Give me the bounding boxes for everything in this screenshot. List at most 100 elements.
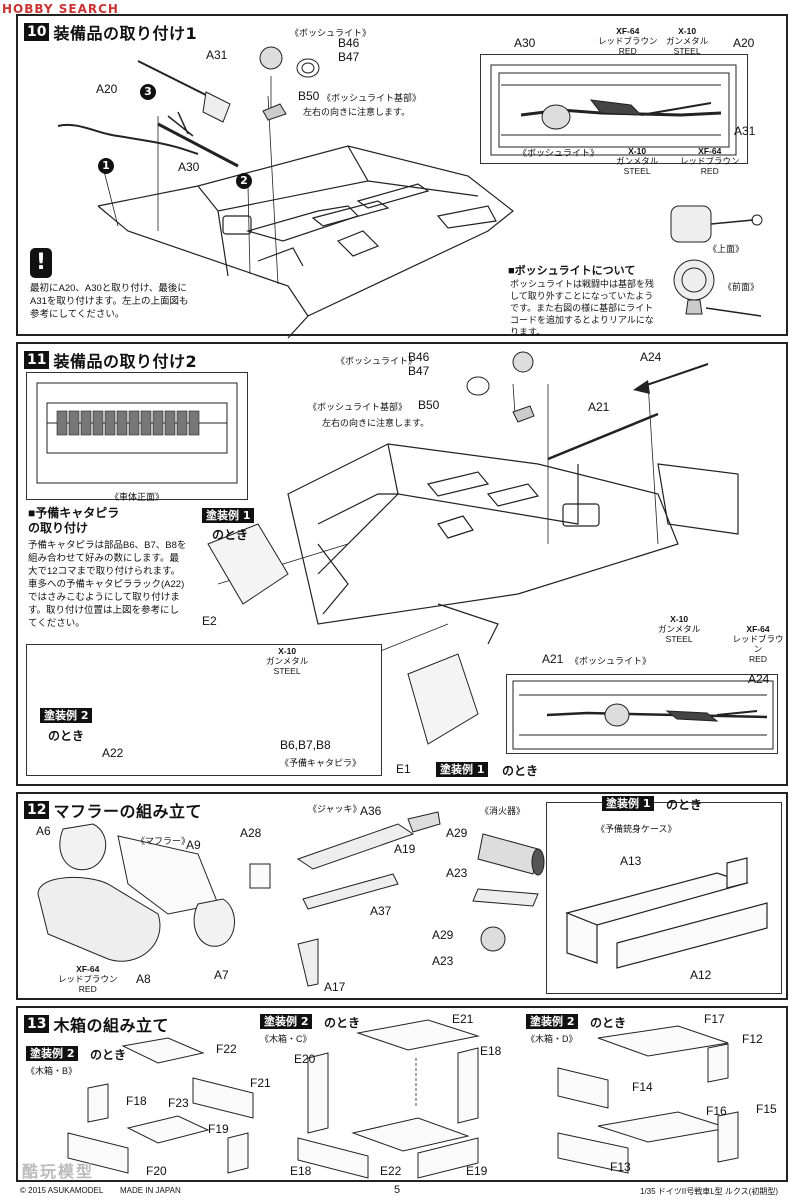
label-a23: A23 <box>446 866 468 880</box>
label-b46: B46 <box>408 350 430 364</box>
label-e18-right: E18 <box>480 1044 502 1058</box>
footer-watermark: 酷玩模型 <box>22 1164 95 1181</box>
label-spare-tracks: 《予備キャタピラ》 <box>280 758 362 768</box>
paint-name-jp: ガンメタル <box>616 156 659 166</box>
scheme2-tail-c: のとき <box>324 1016 361 1030</box>
muffler-jack-extinguisher-drawing <box>37 811 545 987</box>
label-e19: E19 <box>466 1164 488 1178</box>
label-a13: A13 <box>620 854 642 868</box>
scheme1-badge-bottom: 塗装例 1 <box>436 762 489 777</box>
scheme2-tail-d: のとき <box>590 1016 627 1030</box>
label-f19: F19 <box>208 1122 229 1136</box>
paint-callout-xf64-bottom: XF-64 レッドブラウン RED <box>680 146 740 176</box>
hull-rear-drawing <box>57 46 514 339</box>
label-f18: F18 <box>126 1094 147 1108</box>
label-b50: B50 <box>298 89 320 103</box>
inset-label-bosch: 《ボッシュライト》 <box>518 148 600 158</box>
label-bosch-base: 《ボッシュライト基部》 <box>322 93 422 103</box>
paint-callout-xf64-top: XF-64 レッドブラウン RED <box>598 26 658 56</box>
scheme1-badge: 塗装例 1 <box>602 796 655 811</box>
step-number: 13 <box>24 1015 50 1033</box>
scheme2-badge-b: 塗装例 2 <box>26 1046 79 1061</box>
section-13: 13 木箱の組み立て 塗装例 2 のと <box>16 1006 788 1182</box>
section-11-header: 11 装備品の取り付け2 <box>24 348 197 372</box>
footer-page-number: 5 <box>394 1184 401 1196</box>
paint-callout-x10-bottom: X-10 ガンメタル STEEL <box>616 146 658 176</box>
footer-copyright: © 2015 ASUKAMODEL <box>20 1186 104 1195</box>
scheme2-tail: のとき <box>48 729 85 743</box>
paint-callout-xf64-inset: XF-64 レッドブラウン RED <box>730 624 786 664</box>
section-11: 11 装備品の取り付け2 《車体正面》 ■予備キャタピラ の取り付け 予備キャタ… <box>16 342 788 786</box>
label-direction-note: 左右の向きに注意します。 <box>322 418 430 428</box>
inset-label-a24: A24 <box>748 672 770 686</box>
section-12-header: 12 マフラーの組み立て <box>24 798 202 822</box>
label-a29: A29 <box>446 826 468 840</box>
paint-name-en: STEEL <box>673 46 701 56</box>
inset-label-bosch: 《ボッシュライト》 <box>570 656 652 666</box>
assembly-order-note: 最初にA20、A30と取り付け、最後にA31を取り付けます。左上の上面図も参考に… <box>30 283 189 320</box>
label-front-view: 《前面》 <box>723 282 760 292</box>
step-circle-2: 2 <box>236 173 252 189</box>
section-12: 12 マフラーの組み立て 《マフラー》 A6 A9 A8 A7 XF-64 レッ… <box>16 792 788 1000</box>
label-a37: A37 <box>370 904 392 918</box>
wooden-boxes-drawing <box>67 1019 739 1179</box>
section-title: 木箱の組み立て <box>53 1016 169 1035</box>
label-a30: A30 <box>178 160 200 174</box>
step-number: 10 <box>24 23 50 41</box>
label-a31: A31 <box>206 48 228 62</box>
label-a29-detail: A29 <box>432 928 454 942</box>
label-b47: B47 <box>338 50 360 64</box>
label-hull-front: 《車体正面》 <box>110 492 165 502</box>
paint-name-en: STEEL <box>273 666 301 676</box>
label-top-view: 《上面》 <box>708 244 745 254</box>
label-a22: A22 <box>102 746 124 760</box>
label-b50: B50 <box>418 398 440 412</box>
inset-bosch-mount <box>506 674 778 754</box>
scheme1-tail-top: のとき <box>212 528 249 542</box>
paint-name-jp: レッドブラウン <box>732 634 784 654</box>
paint-name-jp: ガンメタル <box>658 624 701 634</box>
watermark-logo: HOBBY SEARCH <box>2 2 119 16</box>
label-e22: E22 <box>380 1164 402 1178</box>
scheme1-tail-bottom: のとき <box>502 764 539 778</box>
label-f16: F16 <box>706 1104 727 1118</box>
label-a20: A20 <box>96 82 118 96</box>
label-direction-note: 左右の向きに注意します。 <box>303 107 411 117</box>
label-barrel-case: 《予備銃身ケース》 <box>596 824 677 834</box>
label-a17: A17 <box>324 980 346 994</box>
paint-callout-x10-top: X-10 ガンメタル STEEL <box>666 26 708 56</box>
paint-name-jp: ガンメタル <box>666 36 709 46</box>
label-f17: F17 <box>704 1012 725 1026</box>
paint-code: XF-64 <box>746 624 770 634</box>
label-box-b: 《木箱・B》 <box>26 1066 78 1076</box>
label-a23-detail: A23 <box>432 954 454 968</box>
label-f15: F15 <box>756 1102 777 1116</box>
paint-name-en: STEEL <box>665 634 693 644</box>
label-bosch-light: 《ボッシュライト》 <box>336 356 418 366</box>
paint-code: X-10 <box>670 614 689 624</box>
footer-made-in: MADE IN JAPAN <box>120 1186 181 1195</box>
label-f20: F20 <box>146 1164 167 1178</box>
label-b46: B46 <box>338 36 360 50</box>
inset-hull-front <box>26 372 248 500</box>
exclamation-icon: ! <box>30 248 52 278</box>
paint-callout-x10-tracks: X-10 ガンメタル STEEL <box>266 646 308 676</box>
inset-top-view <box>480 54 748 164</box>
paint-code: XF-64 <box>698 146 722 156</box>
paint-code: XF-64 <box>76 964 100 974</box>
paint-code: X-10 <box>278 646 297 656</box>
label-f14: F14 <box>632 1080 653 1094</box>
scheme2-badge-c: 塗装例 2 <box>260 1014 313 1029</box>
label-a36: A36 <box>360 804 382 818</box>
inset-label-a20: A20 <box>733 36 755 50</box>
spare-tracks-text: 予備キャタピラは部品B6、B7、B8を組み合わせて好みの数にします。最大で12コ… <box>28 540 187 629</box>
label-a8: A8 <box>136 972 151 986</box>
label-box-d: 《木箱・D》 <box>526 1034 578 1044</box>
paint-callout-xf64-muffler: XF-64 レッドブラウン RED <box>58 964 118 994</box>
label-a12: A12 <box>690 968 712 982</box>
label-b6-b7-b8: B6,B7,B8 <box>280 738 331 752</box>
step-number: 12 <box>24 801 50 819</box>
label-a21: A21 <box>588 400 610 414</box>
section-10: 10 装備品の取り付け1 <box>16 14 788 339</box>
label-f12: F12 <box>742 1032 763 1046</box>
